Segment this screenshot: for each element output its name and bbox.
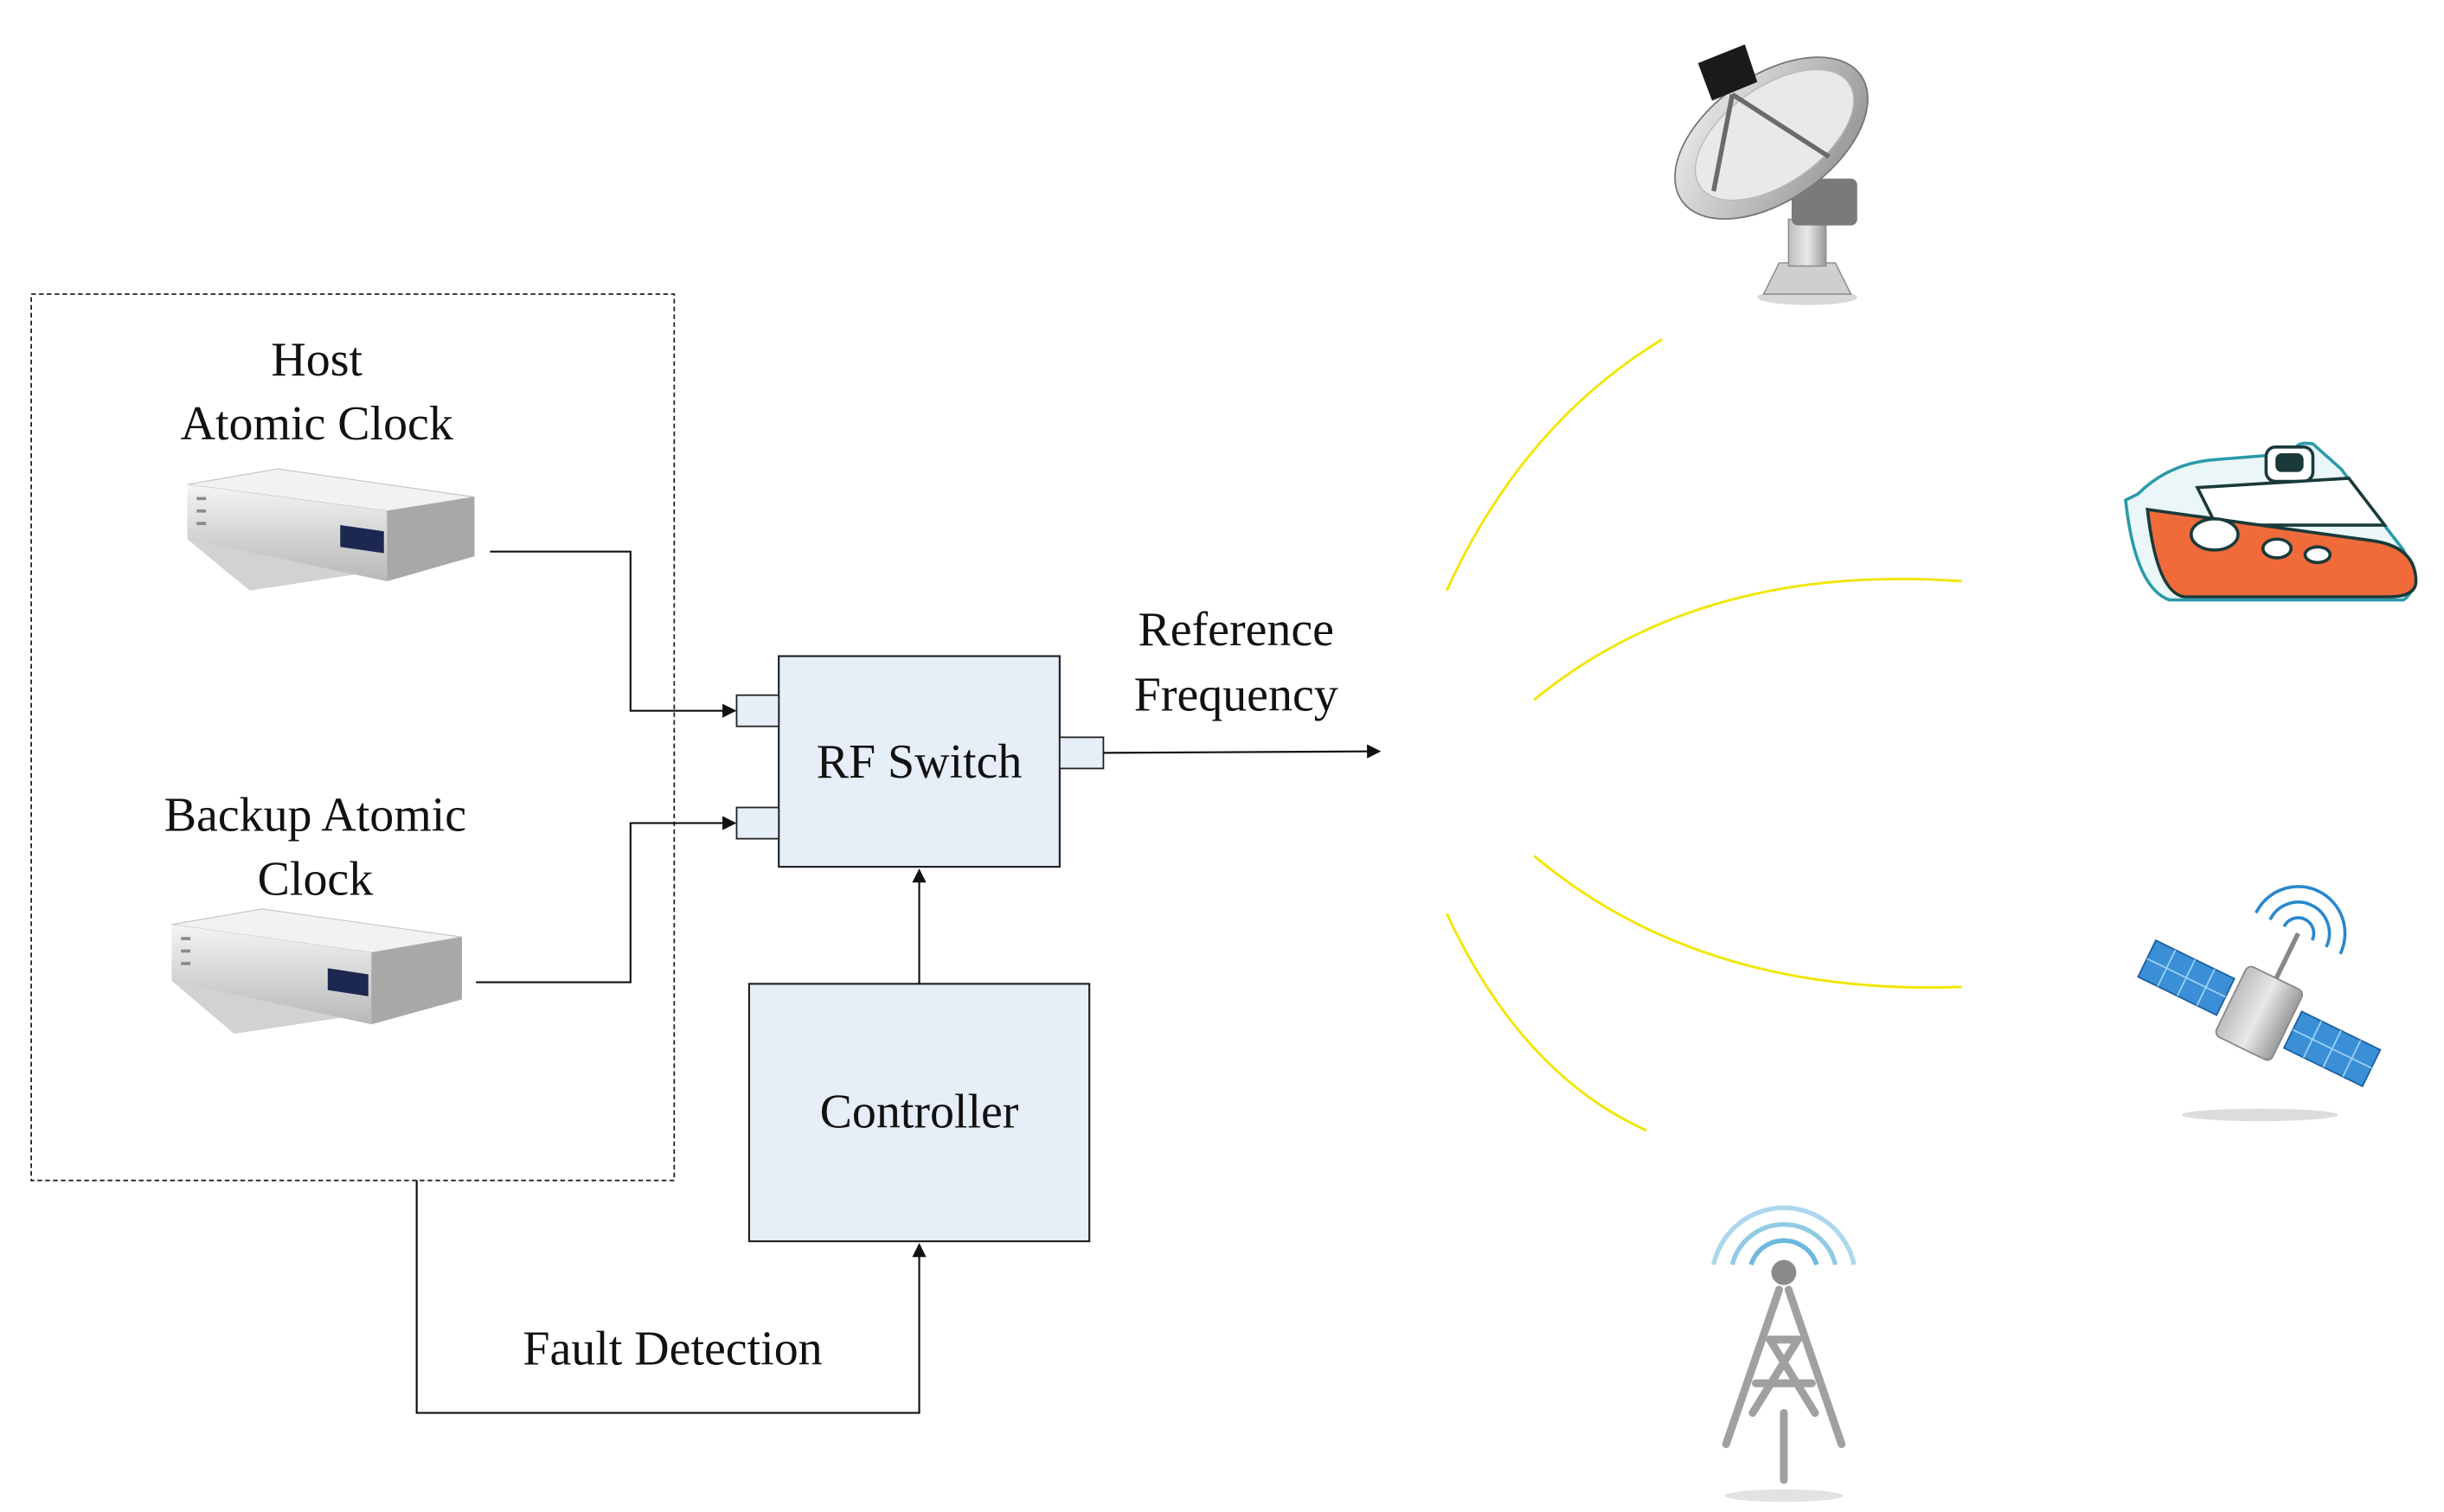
ship-icon <box>2124 441 2418 602</box>
rf-switch-label: RF Switch <box>817 735 1023 789</box>
clock-group-frame <box>30 293 676 1182</box>
signal-arcs <box>1445 338 1962 1132</box>
backup-clock-connection <box>476 816 737 983</box>
rf-switch-output-port <box>1058 736 1105 770</box>
satellite-dish-icon <box>1674 44 1869 305</box>
satellite-icon <box>2137 885 2382 1122</box>
host-clock-label-line1: Host <box>271 333 362 387</box>
backup-clock-label-line2: Clock <box>258 853 374 907</box>
rf-switch-input-port-2 <box>735 806 780 840</box>
atomic-clock-device-icon <box>171 908 463 1035</box>
backup-clock-label-line1: Backup Atomic <box>164 789 466 842</box>
signal-arc-tower <box>1445 913 1647 1132</box>
reference-frequency-label-line1: Reference <box>1138 603 1334 657</box>
signal-arc-satellite <box>1533 855 1962 990</box>
atomic-clock-device-icon <box>187 468 475 591</box>
fault-detection-label: Fault Detection <box>523 1323 822 1376</box>
controller-block: Controller <box>747 983 1091 1243</box>
host-clock-connection <box>490 550 737 718</box>
signal-arc-dish <box>1445 338 1663 592</box>
signal-arc-ship <box>1533 577 1962 702</box>
radio-tower-icon <box>1711 1205 1857 1502</box>
reference-frequency-label-line2: Frequency <box>1134 669 1338 722</box>
rf-switch-input-port-1 <box>735 694 780 727</box>
reference-frequency-arrow <box>1103 744 1382 759</box>
controller-label: Controller <box>820 1085 1019 1138</box>
host-clock-label-line2: Atomic Clock <box>181 397 453 451</box>
rf-switch-block: RF Switch <box>735 655 1105 868</box>
fault-detection-line <box>415 1180 927 1414</box>
